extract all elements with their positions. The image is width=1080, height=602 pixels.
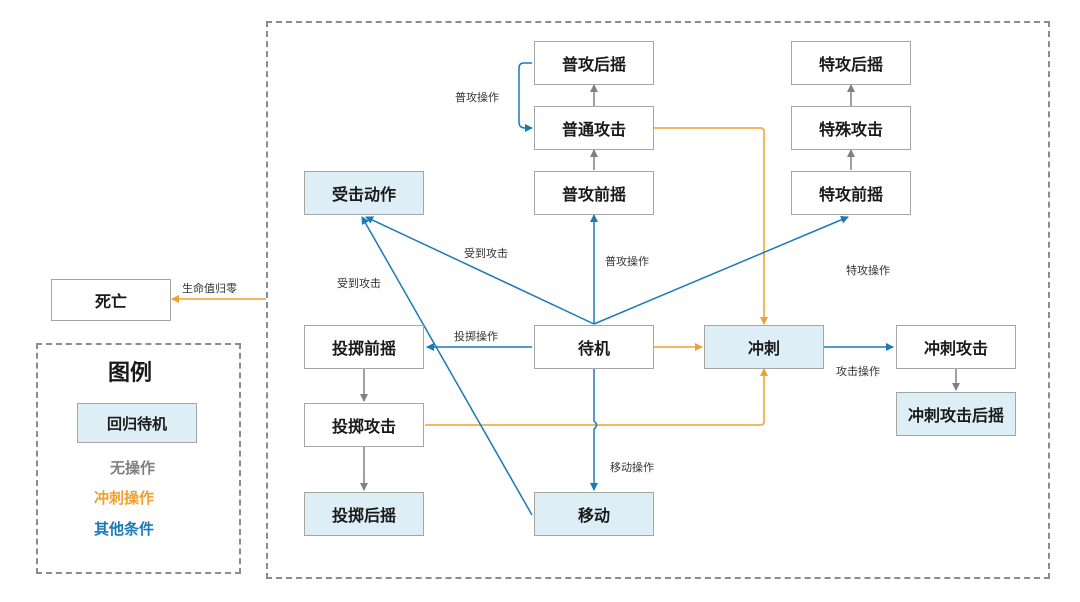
arrow-throw-attack-to-dash [425, 368, 768, 426]
label-attack-op: 攻击操作 [836, 365, 880, 378]
node-normal-recovery: 普攻后摇 [534, 41, 654, 85]
arrow-normal-attack-loop [518, 62, 533, 132]
label-move-op: 移动操作 [610, 461, 654, 474]
node-move: 移动 [534, 492, 654, 536]
node-hit-reaction: 受击动作 [304, 171, 424, 215]
node-dash: 冲刺 [704, 325, 824, 369]
legend-no-op: 无操作 [110, 459, 156, 477]
legend-title: 图例 [108, 361, 153, 386]
legend-return-idle: 回归待机 [77, 403, 197, 443]
arrow-idle-to-move [590, 369, 598, 491]
arrow-normal-attack-to-dash [654, 127, 768, 325]
arrow-idle-to-special-windup [593, 216, 849, 325]
arrow-idle-to-hit-reaction [365, 216, 595, 325]
node-throw-attack: 投掷攻击 [304, 403, 424, 447]
label-hit-by-attack-1: 受到攻击 [464, 247, 508, 260]
legend-dash-op: 冲刺操作 [94, 489, 155, 507]
state-machine-frame [266, 21, 1050, 579]
label-hp-zero: 生命值归零 [182, 282, 237, 295]
node-death: 死亡 [51, 279, 171, 321]
node-dash-attack: 冲刺攻击 [896, 325, 1016, 369]
label-special-op: 特攻操作 [846, 264, 890, 277]
label-normal-op: 普攻操作 [605, 255, 649, 268]
label-throw-op: 投掷操作 [454, 330, 498, 343]
legend-frame [36, 343, 241, 574]
node-idle: 待机 [534, 325, 654, 369]
label-hit-by-attack-2: 受到攻击 [337, 277, 381, 290]
node-throw-recovery: 投掷后摇 [304, 492, 424, 536]
node-normal-attack: 普通攻击 [534, 106, 654, 150]
node-special-recovery: 特攻后摇 [791, 41, 911, 85]
node-special-windup: 特攻前摇 [791, 171, 911, 215]
node-dash-attack-recovery: 冲刺攻击后摇 [896, 392, 1016, 436]
label-normal-op-loop: 普攻操作 [455, 91, 499, 104]
legend-other-cond: 其他条件 [94, 520, 155, 538]
node-throw-windup: 投掷前摇 [304, 325, 424, 369]
node-special-attack: 特殊攻击 [791, 106, 911, 150]
arrow-move-to-hit-reaction [361, 216, 533, 516]
node-normal-windup: 普攻前摇 [534, 171, 654, 215]
